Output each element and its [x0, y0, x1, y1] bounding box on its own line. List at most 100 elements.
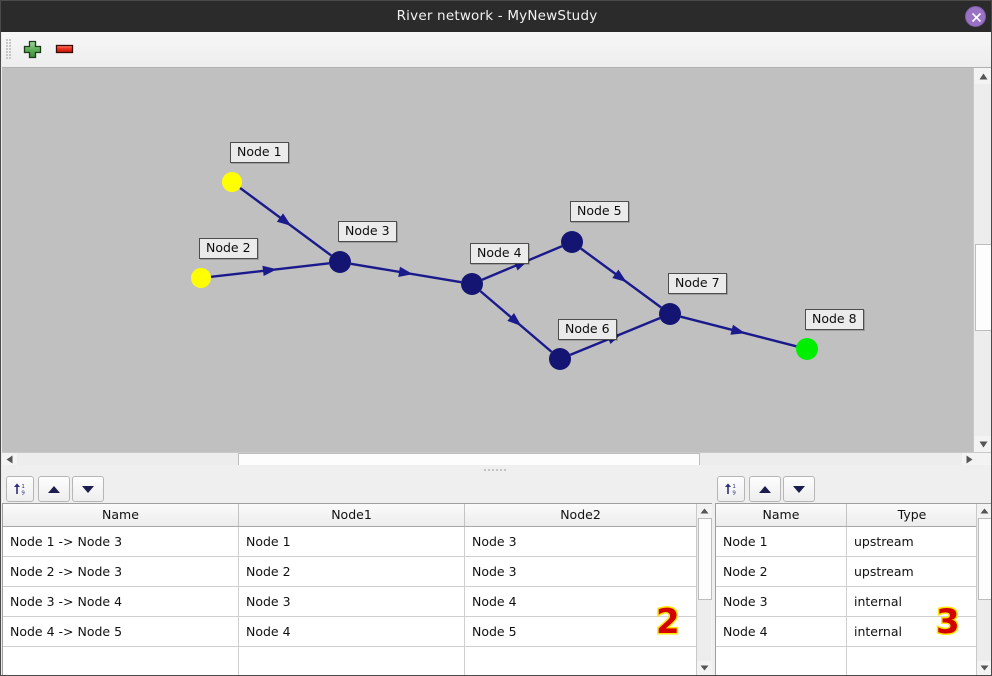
graph-node[interactable]: [329, 251, 351, 273]
nodes-scroll-up-icon[interactable]: [977, 504, 991, 518]
links-scroll-thumb[interactable]: [698, 518, 712, 600]
node-label[interactable]: Node 1: [230, 142, 289, 163]
node-label[interactable]: Node 3: [338, 221, 397, 242]
scroll-down-icon[interactable]: [974, 436, 991, 452]
graph-node[interactable]: [222, 172, 242, 192]
table-cell[interactable]: Node 1 -> Node 3: [3, 527, 239, 556]
table-row[interactable]: [716, 647, 977, 675]
table-cell[interactable]: upstream: [854, 564, 914, 579]
table-cell[interactable]: Node 4: [716, 617, 847, 646]
edge-arrowhead: [507, 313, 522, 327]
svg-text:9: 9: [732, 491, 736, 497]
table-row[interactable]: Node 4 internal: [716, 617, 977, 647]
table-cell[interactable]: upstream: [854, 534, 914, 549]
column-header-name[interactable]: Name: [716, 504, 847, 526]
links-move-down-button[interactable]: [72, 476, 104, 502]
table-cell[interactable]: [239, 647, 465, 675]
resize-grip[interactable]: [981, 666, 989, 674]
links-scroll-down-icon[interactable]: [697, 661, 711, 675]
graph-node[interactable]: [561, 231, 583, 253]
table-row[interactable]: Node 1 upstream: [716, 527, 977, 557]
node-label[interactable]: Node 4: [470, 243, 529, 264]
scroll-thumb[interactable]: [975, 244, 991, 331]
node-label[interactable]: Node 2: [199, 238, 258, 259]
canvas-horizontal-scrollbar[interactable]: [2, 452, 991, 468]
table-cell[interactable]: Node 3: [472, 534, 517, 549]
nodes-vertical-scrollbar[interactable]: [976, 504, 991, 675]
table-cell[interactable]: Node 3: [716, 587, 847, 616]
window-title: River network - MyNewStudy: [396, 8, 598, 24]
column-header-node2[interactable]: Node2: [560, 507, 601, 522]
table-cell[interactable]: internal: [854, 594, 902, 609]
scroll-right-icon[interactable]: [962, 453, 977, 466]
nodes-move-down-button[interactable]: [783, 476, 815, 502]
table-cell[interactable]: Node 3: [472, 564, 517, 579]
table-cell[interactable]: Node 4: [239, 617, 465, 646]
links-scroll-up-icon[interactable]: [697, 504, 711, 518]
links-sort-button[interactable]: 1 9: [6, 476, 34, 502]
table-cell[interactable]: Node 2: [239, 557, 465, 586]
graph-node[interactable]: [461, 273, 483, 295]
table-cell[interactable]: Node 1: [239, 527, 465, 556]
table-cell[interactable]: Node 2: [716, 557, 847, 586]
table-cell[interactable]: Node 4: [472, 594, 517, 609]
network-graph[interactable]: [2, 68, 974, 436]
table-cell[interactable]: [847, 647, 977, 675]
table-cell[interactable]: Node 5: [472, 624, 517, 639]
links-move-up-button[interactable]: [38, 476, 70, 502]
caret-up-glyph: [980, 508, 988, 514]
column-header-type[interactable]: Type: [897, 507, 927, 522]
panel-splitter[interactable]: [2, 465, 991, 474]
table-row[interactable]: Node 2 upstream: [716, 557, 977, 587]
node-label[interactable]: Node 7: [668, 273, 727, 294]
nodes-scroll-thumb[interactable]: [978, 518, 991, 600]
graph-node[interactable]: [659, 303, 681, 325]
add-icon[interactable]: [22, 39, 44, 59]
table-cell[interactable]: Node 3 -> Node 4: [3, 587, 239, 616]
annotation-3: 3: [935, 602, 962, 642]
toolbar-grip[interactable]: [6, 39, 11, 59]
delete-icon[interactable]: [54, 39, 76, 59]
graph-node[interactable]: [549, 348, 571, 370]
table-row[interactable]: Node 3 internal: [716, 587, 977, 617]
node-label[interactable]: Node 5: [570, 201, 629, 222]
column-header-name[interactable]: Name: [3, 504, 239, 526]
table-cell[interactable]: internal: [854, 624, 902, 639]
nodes-scroll-down-icon[interactable]: [977, 661, 991, 675]
caret-down-glyph: [980, 665, 988, 671]
arrow-down-icon: [793, 485, 805, 493]
arrow-up-icon: [759, 485, 771, 493]
table-cell[interactable]: Node 3: [239, 587, 465, 616]
scroll-left-icon[interactable]: [2, 453, 17, 466]
node-label[interactable]: Node 6: [558, 319, 617, 340]
links-vertical-scrollbar[interactable]: [696, 504, 712, 675]
graph-node[interactable]: [191, 268, 211, 288]
nodes-move-up-button[interactable]: [749, 476, 781, 502]
caret-down-glyph: [979, 441, 987, 447]
table-row[interactable]: [3, 647, 696, 675]
close-icon[interactable]: [965, 6, 986, 27]
edge-layer: [210, 186, 797, 356]
graph-canvas[interactable]: Node 1 Node 2 Node 3 Node 4 Node 5 Node 6 Node…: [2, 67, 991, 453]
panels-vertical-splitter[interactable]: [712, 503, 715, 675]
table-cell[interactable]: [716, 647, 847, 675]
table-cell[interactable]: [3, 647, 239, 675]
table-cell[interactable]: Node 1: [716, 527, 847, 556]
table-cell[interactable]: [465, 647, 696, 675]
scroll-up-icon[interactable]: [974, 68, 991, 84]
graph-node[interactable]: [796, 338, 818, 360]
edge-arrowhead: [612, 269, 627, 283]
canvas-vertical-scrollbar[interactable]: [973, 68, 991, 452]
nodes-sort-button[interactable]: 1 9: [717, 476, 745, 502]
column-header-node1[interactable]: Node1: [239, 504, 465, 526]
title-bar: River network - MyNewStudy: [1, 1, 991, 32]
node-label[interactable]: Node 8: [805, 309, 864, 330]
table-cell[interactable]: Node 2 -> Node 3: [3, 557, 239, 586]
table-cell[interactable]: Node 4 -> Node 5: [3, 617, 239, 646]
